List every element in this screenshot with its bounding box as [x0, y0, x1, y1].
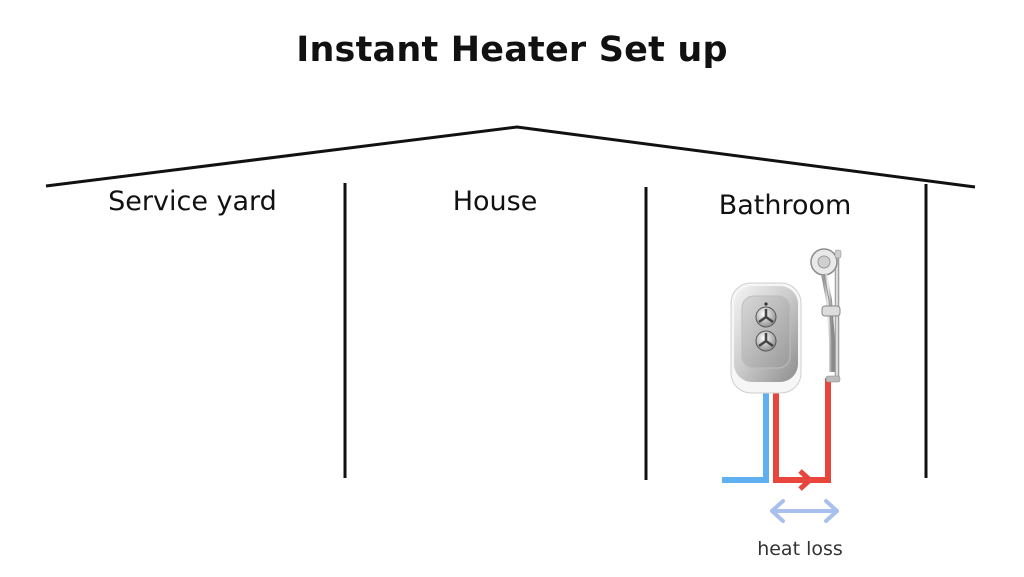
cold-water-pipe: [722, 388, 769, 483]
room-label-bathroom: Bathroom: [718, 190, 852, 221]
instant-heater-icon: [730, 282, 802, 394]
heat-loss-arrow-icon: [770, 499, 839, 523]
diagram-title: Instant Heater Set up: [296, 30, 728, 70]
room-label-service-yard: Service yard: [108, 186, 277, 217]
room-label-house: House: [452, 186, 538, 217]
roof-line: [45, 125, 976, 189]
flow-arrow-icon: [798, 469, 814, 491]
hot-water-pipe: [773, 378, 831, 483]
heat-loss-label: heat loss: [757, 538, 843, 560]
shower-head-icon: [810, 248, 842, 383]
